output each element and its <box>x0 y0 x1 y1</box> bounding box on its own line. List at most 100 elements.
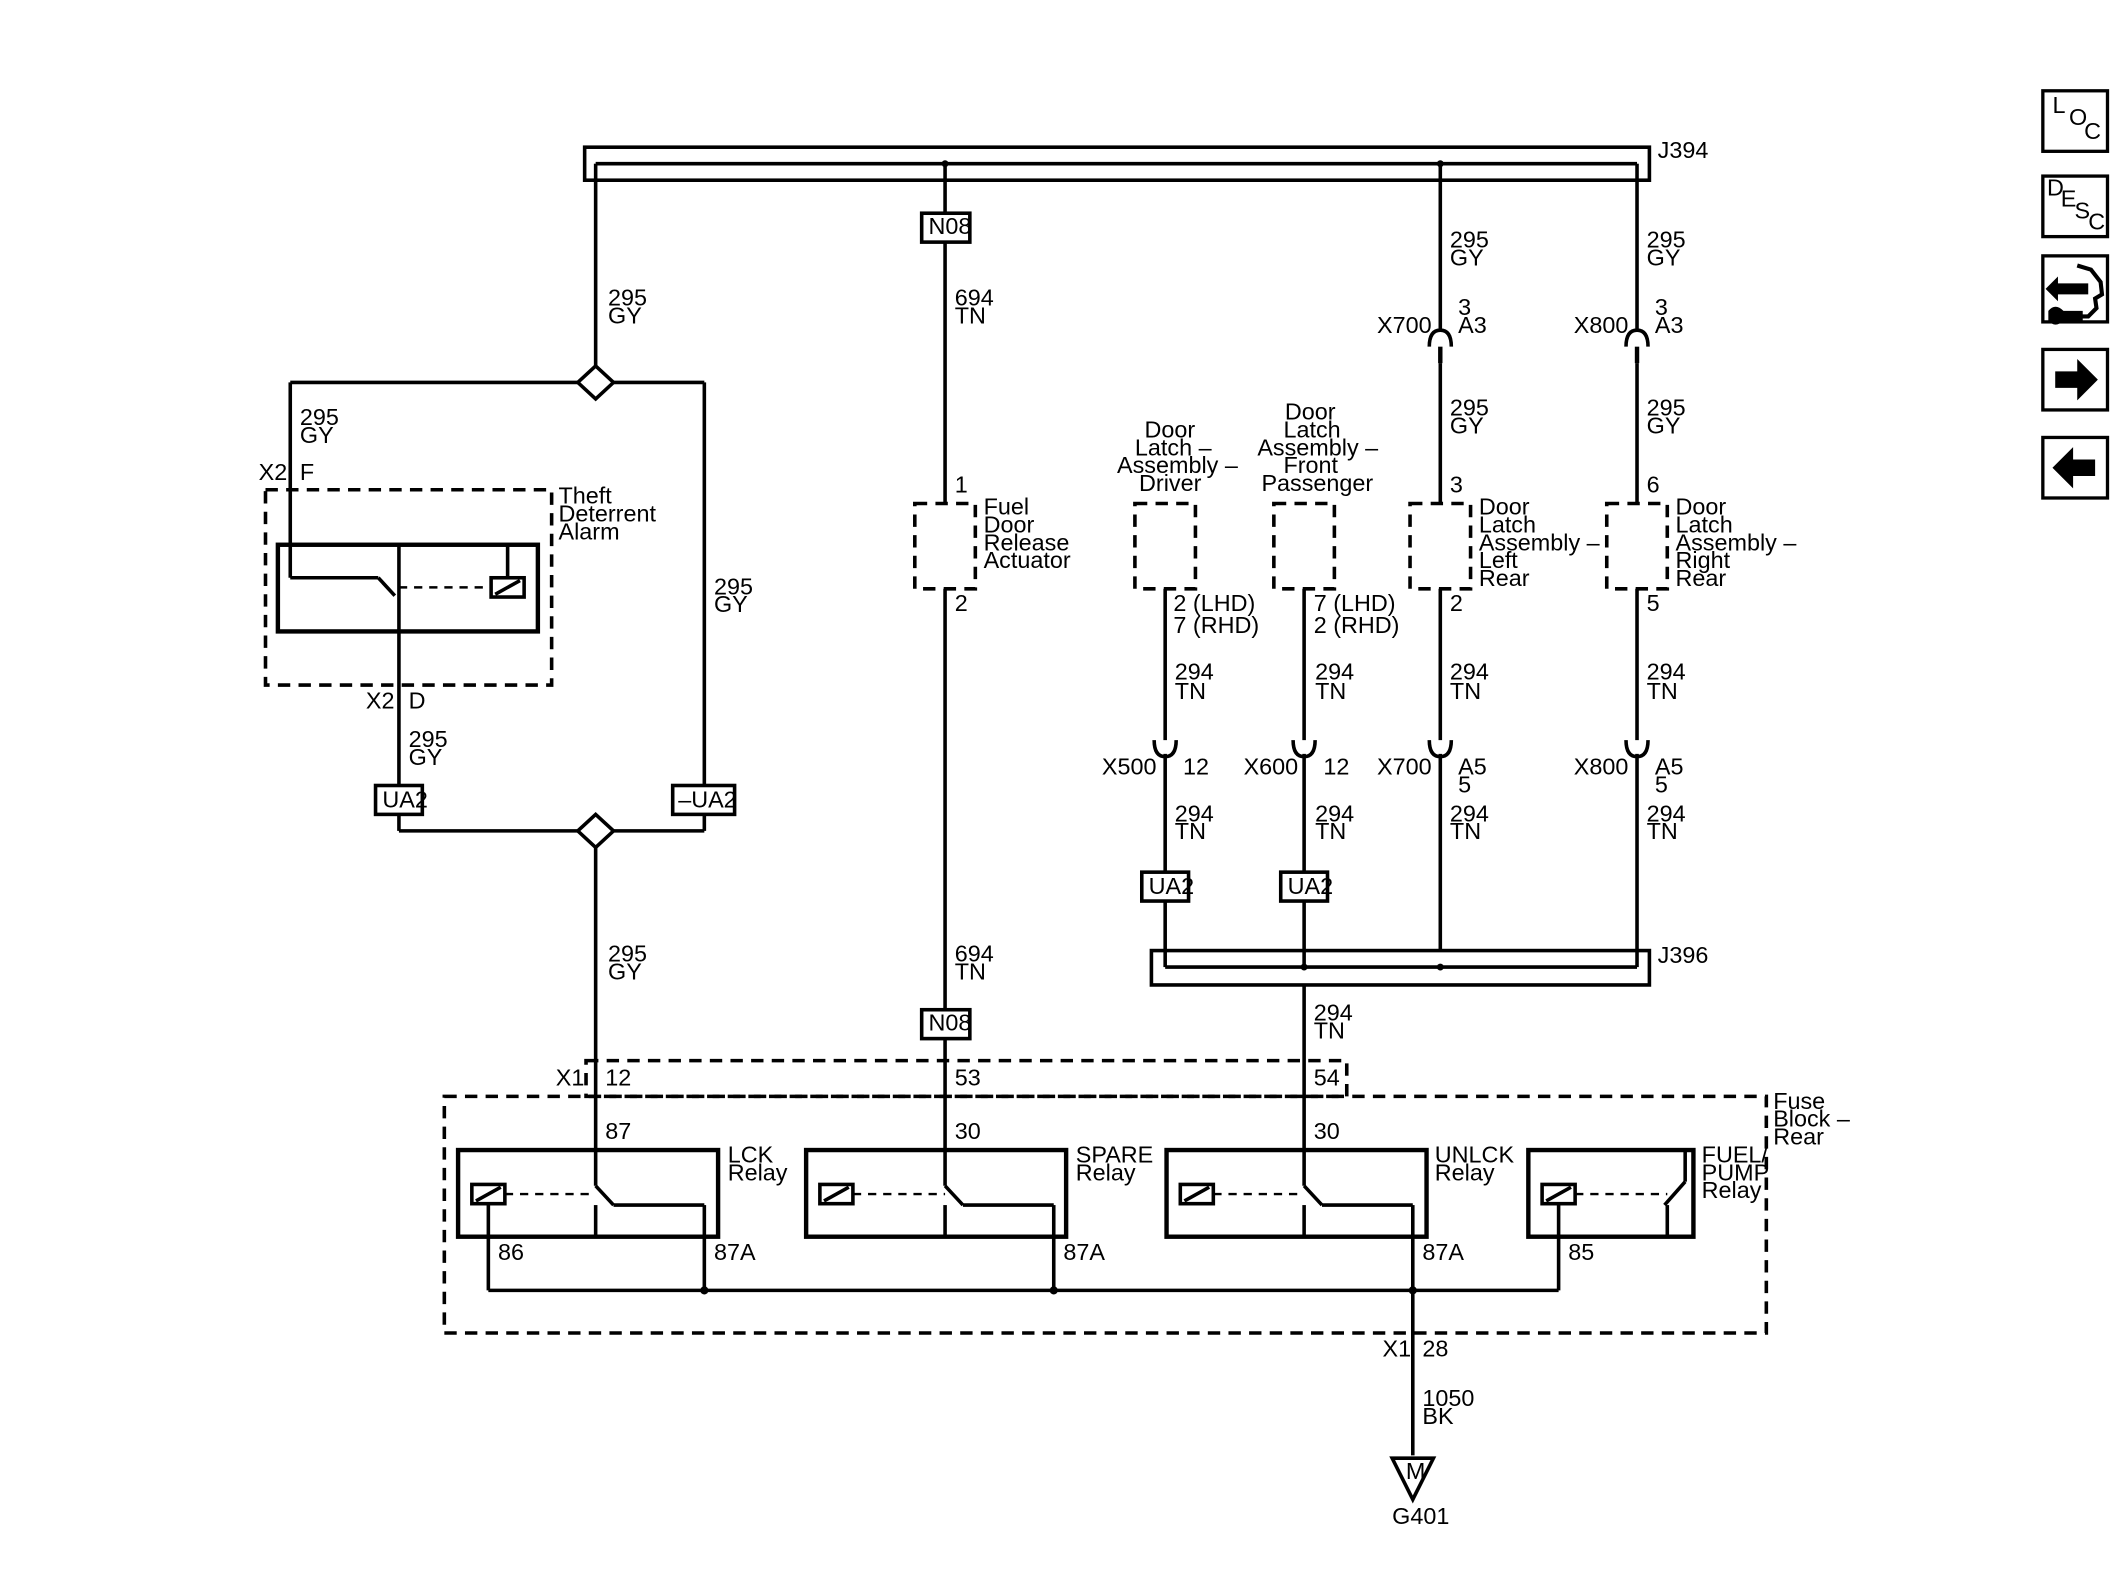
component-label-line: Assembly – <box>1257 434 1378 460</box>
splice-pack-j394: J394 <box>582 137 1708 182</box>
wire-num: 295 <box>1647 394 1686 420</box>
wire-color: GY <box>1450 245 1484 271</box>
connector-x2: X2 <box>366 687 395 713</box>
wire-color: TN <box>955 302 986 328</box>
component-label-line: Release <box>984 529 1070 555</box>
ground-g401: X1 28 1050 BK M G401 <box>1383 1335 1475 1529</box>
loc-letter: O <box>2069 104 2087 130</box>
component-label-line: Deterrent <box>559 500 657 526</box>
relay-label-line: Relay <box>728 1159 788 1185</box>
wire-num: 295 <box>1647 227 1686 253</box>
wire-num: 295 <box>714 573 753 599</box>
connector-x700: X700 <box>1377 312 1432 338</box>
relay-label-line: UNLCK <box>1435 1141 1515 1167</box>
pin-12: 12 <box>605 1064 631 1090</box>
component-label-line: Fuel <box>984 493 1029 519</box>
wire-color: TN <box>1315 818 1346 844</box>
relay-label-line: Relay <box>1702 1177 1762 1203</box>
wire-color: TN <box>1647 678 1678 704</box>
next-arrow-icon[interactable] <box>2041 347 2110 412</box>
tag-n08-label: N08 <box>929 213 972 239</box>
component-label-line: Front <box>1283 452 1338 478</box>
relay-label-line: FUEL/ <box>1702 1141 1769 1167</box>
relay-switch-contact <box>1663 1180 1687 1207</box>
ground-symbol <box>1389 1456 1437 1504</box>
component-label-line: Theft <box>559 482 613 508</box>
component-label-line: Block – <box>1773 1106 1850 1132</box>
connector-repair-icon[interactable] <box>2041 254 2110 325</box>
desc-letter: S <box>2074 198 2090 224</box>
wire-color: BK <box>1422 1403 1454 1429</box>
theft-deterrent-branch: 295 GY 295 GY X2 F Theft Deterrent Alarm… <box>259 180 753 1186</box>
pin-30: 30 <box>955 1118 981 1144</box>
pin-85: 85 <box>1568 1239 1594 1265</box>
component-label-line: Alarm <box>559 518 620 544</box>
relay-label-line: LCK <box>728 1141 774 1167</box>
loc-button[interactable]: L O C <box>2041 89 2110 153</box>
desc-button[interactable]: D E S C <box>2041 174 2110 239</box>
tag-ua2-label: UA2 <box>1288 873 1333 899</box>
connector-x800: X800 <box>1574 753 1629 779</box>
back-arrow-icon[interactable] <box>2041 435 2110 500</box>
component-label-line: Door <box>1479 493 1530 519</box>
relay-switch-contact <box>943 1184 965 1207</box>
wire-num: 294 <box>1450 800 1489 826</box>
pin-a3: A3 <box>1458 312 1487 338</box>
door-latch-left-rear <box>1408 501 1473 591</box>
relay-switch-contact <box>376 576 397 597</box>
component-label-line: Assembly – <box>1479 529 1600 555</box>
pin-label: 2 (RHD) <box>1314 612 1400 638</box>
component-label-line: Latch <box>1283 416 1340 442</box>
relay-label-line: SPARE <box>1076 1141 1154 1167</box>
door-latch-driver <box>1133 501 1198 591</box>
wire-num: 294 <box>1175 659 1214 685</box>
theft-alarm-outline <box>263 487 554 687</box>
pin-label: 7 (RHD) <box>1173 612 1259 638</box>
component-label-line: Door <box>1676 493 1727 519</box>
inline-connector <box>1427 328 1454 347</box>
relay-label-line: PUMP <box>1702 1159 1770 1185</box>
wire-color: GY <box>1647 412 1681 438</box>
pin-label: 2 <box>1450 590 1463 616</box>
inline-connector <box>1624 328 1650 347</box>
loc-letter: L <box>2052 92 2065 118</box>
ground-symbol-letter: M <box>1406 1458 1425 1484</box>
component-label-line: Rear <box>1773 1124 1824 1150</box>
pin-87: 87 <box>605 1118 631 1144</box>
connector-x2: X2 <box>259 459 288 485</box>
pin-a5: A5 <box>1655 753 1684 779</box>
wire-color: TN <box>1450 678 1481 704</box>
fuel-pump-relay: FUEL/ PUMP Relay 85 <box>1526 1141 1770 1291</box>
connector-x500: X500 <box>1102 753 1157 779</box>
connector-x1: X1 <box>1383 1335 1412 1361</box>
connector-x600: X600 <box>1244 753 1299 779</box>
wire-num: 295 <box>409 726 448 752</box>
wire-color: TN <box>1314 1018 1345 1044</box>
tag-neg-ua2 <box>670 783 737 817</box>
connector-x1: X1 <box>556 1064 585 1090</box>
component-label-line: Left <box>1479 547 1518 573</box>
relay-label-line: Relay <box>1076 1159 1136 1185</box>
wire-num: 295 <box>608 941 647 967</box>
loc-letter: C <box>2084 118 2101 144</box>
pin-a5: A5 <box>1458 753 1487 779</box>
wire-color: GY <box>608 302 642 328</box>
pin-87a: 87A <box>1422 1239 1464 1265</box>
component-label-line: Passenger <box>1261 470 1373 496</box>
lck-relay: 87 LCK Relay 86 87A <box>455 1118 788 1291</box>
pin-86: 86 <box>498 1239 524 1265</box>
wire-color: TN <box>1175 678 1206 704</box>
splice-label-j396: J396 <box>1658 942 1709 968</box>
relay-switch-contact <box>594 1184 615 1207</box>
wire-color: TN <box>1450 818 1481 844</box>
pin-12: 12 <box>1323 753 1349 779</box>
wire-color: GY <box>1450 412 1484 438</box>
splice-pack-j396: J396 294 TN <box>1149 942 1709 1186</box>
junction-diamond-top <box>575 363 617 402</box>
component-label-line: Door <box>1285 399 1336 425</box>
wire-color: TN <box>1315 678 1346 704</box>
pin-3: 3 <box>1655 294 1668 320</box>
wire-num: 294 <box>1315 800 1354 826</box>
pin-label: 7 (LHD) <box>1314 590 1396 616</box>
